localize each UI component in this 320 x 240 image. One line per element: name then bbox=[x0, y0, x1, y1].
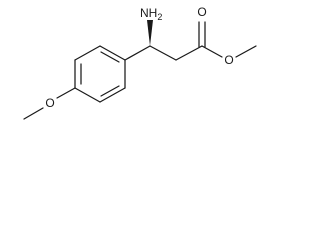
ring-double-bond-inner bbox=[100, 51, 120, 63]
chemical-structure: NH2 O O O bbox=[23, 5, 257, 120]
aryl-bond bbox=[124, 45, 151, 61]
stereo-wedge-bond bbox=[147, 20, 153, 46]
ester-o-label: O bbox=[224, 53, 233, 67]
ring-bond bbox=[74, 45, 101, 61]
amine-n-label: NH2 bbox=[140, 6, 162, 22]
ester-methyl-bond bbox=[235, 45, 257, 58]
chain-bond bbox=[175, 45, 203, 61]
structure-canvas: NH2 O O O bbox=[23, 5, 257, 120]
benzene-ring bbox=[74, 45, 126, 103]
methoxy-bond bbox=[56, 87, 76, 99]
ring-bond bbox=[99, 87, 126, 103]
carbonyl-o-label: O bbox=[197, 5, 206, 19]
ring-double-bond-inner bbox=[100, 85, 120, 97]
ester-bond bbox=[201, 45, 223, 58]
chain-bond bbox=[149, 45, 177, 61]
methoxy-o-label: O bbox=[45, 96, 54, 110]
methoxy-methyl-bond bbox=[23, 107, 44, 120]
ring-bond bbox=[99, 45, 126, 61]
ring-bond bbox=[74, 87, 101, 103]
